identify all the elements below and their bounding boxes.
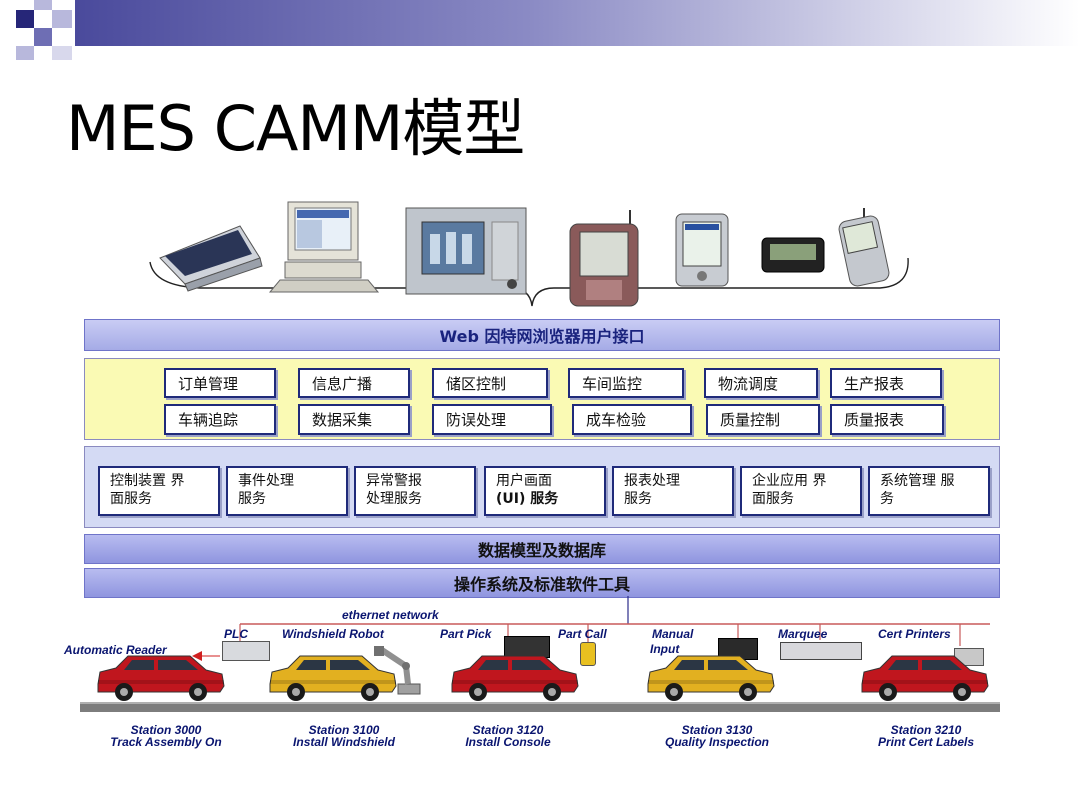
data-model-database-layer: 数据模型及数据库 xyxy=(84,534,1000,564)
header-gradient-bar xyxy=(75,0,1080,46)
module-vehicle-tracking: 车辆追踪 xyxy=(164,404,276,435)
manual-input-label-1: Manual xyxy=(652,627,693,641)
decor-square xyxy=(34,0,52,10)
decor-square xyxy=(16,46,34,60)
suv-vehicle-icon xyxy=(862,656,988,701)
mobile-phone-icon xyxy=(838,208,891,287)
marquee-label: Marquee xyxy=(778,627,827,641)
module-data-collection: 数据采集 xyxy=(298,404,410,435)
module-order-management: 订单管理 xyxy=(164,368,276,398)
suv-vehicle-icon xyxy=(452,656,578,701)
rugged-handheld-icon xyxy=(570,210,638,306)
service-event-handling: 事件处理服务 xyxy=(226,466,348,516)
pager-icon xyxy=(762,238,824,272)
module-shop-monitoring: 车间监控 xyxy=(568,368,684,398)
module-quality-control: 质量控制 xyxy=(706,404,820,435)
client-devices xyxy=(140,196,920,318)
touch-panel-icon xyxy=(406,208,526,294)
ethernet-network-label: ethernet network xyxy=(342,608,439,622)
decor-square xyxy=(34,28,52,46)
desktop-pc-icon xyxy=(270,202,378,292)
web-browser-ui-layer: Web 因特网浏览器用户接口 xyxy=(84,319,1000,351)
operating-system-tools-layer: 操作系统及标准软件工具 xyxy=(84,568,1000,598)
service-enterprise-integration: 企业应用 界面服务 xyxy=(740,466,862,516)
scanner-icon xyxy=(160,226,262,291)
decor-square xyxy=(16,10,34,28)
suv-vehicle-icon xyxy=(648,656,774,701)
service-control-device-interface: 控制装置 界面服务 xyxy=(98,466,220,516)
vehicles-layer xyxy=(0,650,1080,708)
suv-vehicle-icon xyxy=(270,656,396,701)
decor-square xyxy=(52,46,72,60)
decor-square xyxy=(52,10,72,28)
slide-title: MES CAMM模型 xyxy=(66,78,524,168)
module-info-broadcast: 信息广播 xyxy=(298,368,410,398)
module-quality-report: 质量报表 xyxy=(830,404,944,435)
module-vehicle-inspection: 成车检验 xyxy=(572,404,692,435)
pda-icon xyxy=(676,214,728,286)
service-system-management: 系统管理 服务 xyxy=(868,466,990,516)
service-user-interface: 用户画面(UI) 服务 xyxy=(484,466,606,516)
module-error-proofing: 防误处理 xyxy=(432,404,552,435)
service-report-processing: 报表处理服务 xyxy=(612,466,734,516)
module-logistics-dispatch: 物流调度 xyxy=(704,368,818,398)
windshield-robot-label: Windshield Robot xyxy=(282,627,384,641)
suv-vehicle-icon xyxy=(98,656,224,701)
part-call-label: Part Call xyxy=(558,627,607,641)
module-production-report: 生产报表 xyxy=(830,368,942,398)
plc-label: PLC xyxy=(224,627,248,641)
service-alarm-handling: 异常警报处理服务 xyxy=(354,466,476,516)
cert-printers-label: Cert Printers xyxy=(878,627,951,641)
module-storage-control: 储区控制 xyxy=(432,368,548,398)
part-pick-label: Part Pick xyxy=(440,627,491,641)
